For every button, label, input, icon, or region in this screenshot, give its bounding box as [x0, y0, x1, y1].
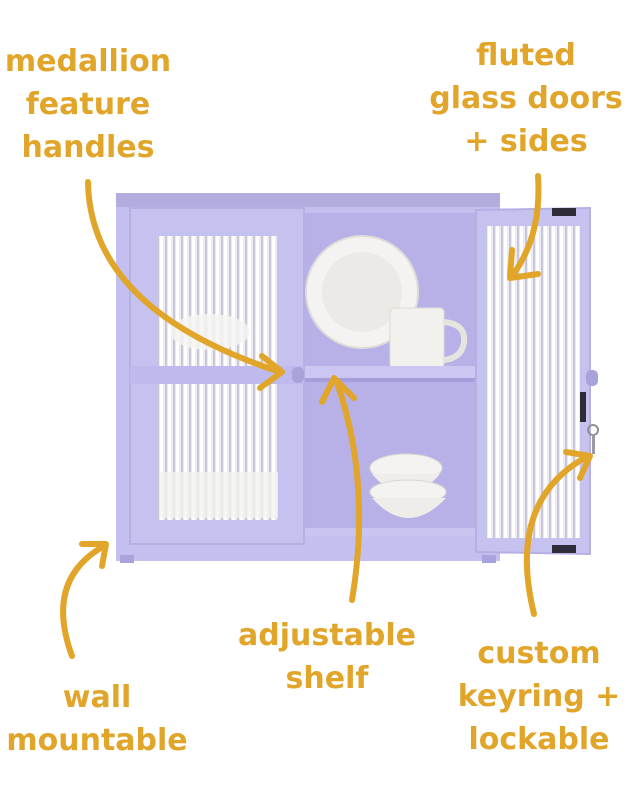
label-custom-keyring: custom keyring + lockable [456, 632, 622, 761]
label-wall-mountable: wall mountable [2, 676, 192, 762]
label-line: feature [25, 87, 151, 122]
left-door [129, 207, 305, 545]
mug [389, 307, 445, 369]
label-line: handles [21, 130, 155, 165]
label-line: wall [62, 680, 132, 715]
label-line: adjustable [238, 618, 416, 653]
interior-items [305, 235, 475, 536]
label-medallion-handles: medallion feature handles [2, 40, 174, 169]
arrow-shelf [333, 377, 363, 603]
label-line: glass doors [429, 81, 623, 116]
label-line: shelf [285, 661, 369, 696]
label-line: mountable [6, 723, 188, 758]
medallion-handle [292, 367, 304, 383]
arrow-keyring [523, 453, 591, 617]
keyring-handle [586, 370, 598, 386]
label-adjustable-shelf: adjustable shelf [232, 614, 422, 700]
label-line: fluted [476, 38, 576, 73]
adjustable-shelf [305, 366, 475, 378]
right-door [475, 206, 599, 556]
label-line: keyring + [457, 679, 621, 714]
arrow-fluted [509, 173, 542, 279]
arrow-wall [60, 543, 107, 659]
label-line: lockable [468, 722, 610, 757]
label-line: custom [477, 636, 601, 671]
annotation-arrows [60, 173, 593, 659]
label-line: medallion [4, 44, 172, 79]
label-fluted-glass: fluted glass doors + sides [428, 34, 624, 163]
label-line: + sides [464, 124, 588, 159]
arrow-handles [85, 179, 283, 375]
